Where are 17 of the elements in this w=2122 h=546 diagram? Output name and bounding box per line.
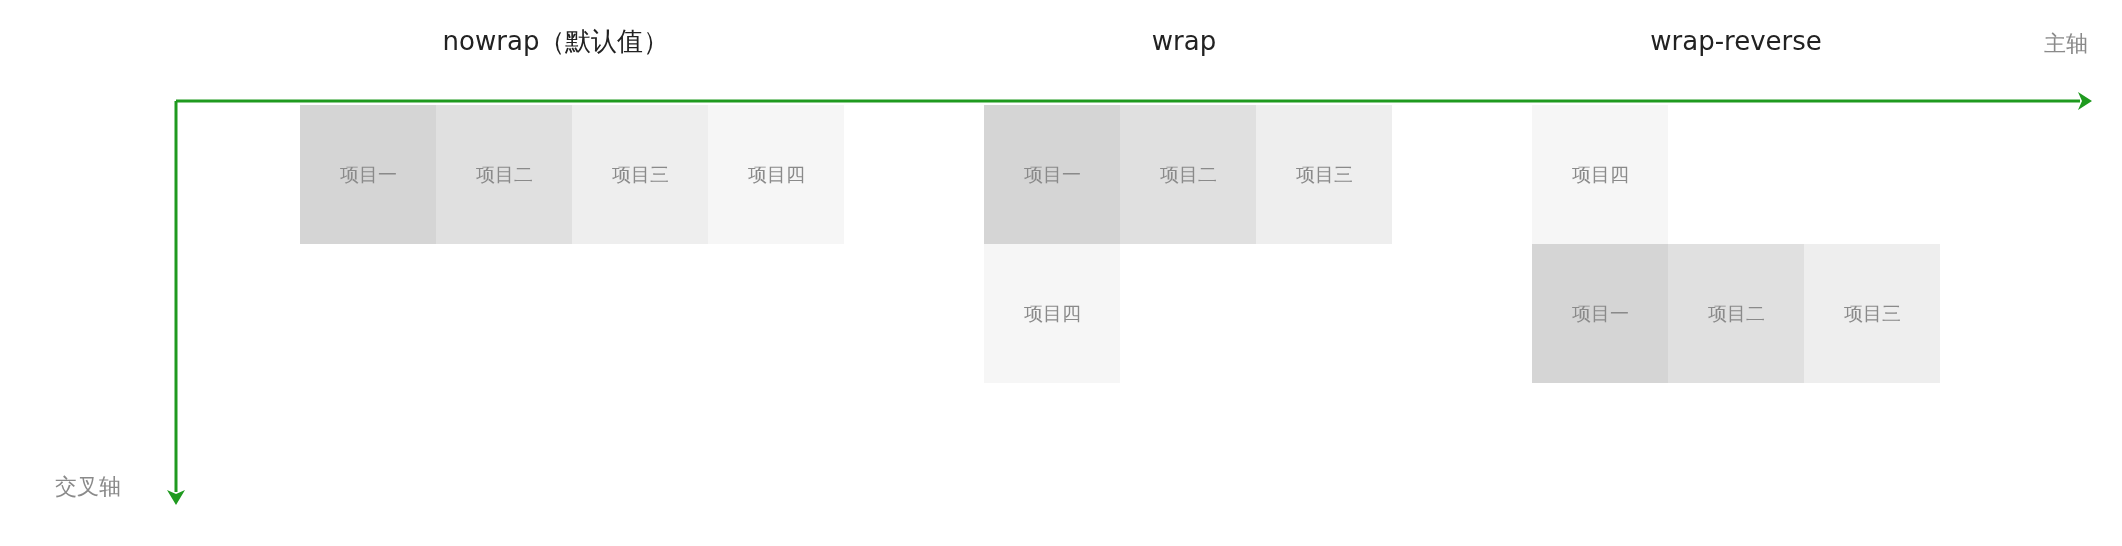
flex-item-box: 项目三 bbox=[1804, 244, 1940, 383]
flex-item-box: 项目一 bbox=[984, 105, 1120, 244]
heading: wrap bbox=[1151, 26, 1217, 56]
axis-label: 交叉轴 bbox=[55, 473, 121, 501]
flex-item-box: 项目三 bbox=[1256, 105, 1392, 244]
flex-item-box: 项目二 bbox=[1120, 105, 1256, 244]
flex-item-box: 项目三 bbox=[572, 105, 708, 244]
flex-item-box: 项目四 bbox=[1532, 105, 1668, 244]
axis-label: 主轴 bbox=[2044, 30, 2088, 58]
flex-item-box: 项目一 bbox=[300, 105, 436, 244]
flex-item-box: 项目一 bbox=[1532, 244, 1668, 383]
flex-item-box: 项目二 bbox=[436, 105, 572, 244]
heading: wrap-reverse bbox=[1650, 26, 1822, 56]
heading: nowrap（默认值） bbox=[442, 24, 670, 58]
flex-item-box: 项目四 bbox=[708, 105, 844, 244]
flex-item-box: 项目四 bbox=[984, 244, 1120, 383]
flex-item-box: 项目二 bbox=[1668, 244, 1804, 383]
